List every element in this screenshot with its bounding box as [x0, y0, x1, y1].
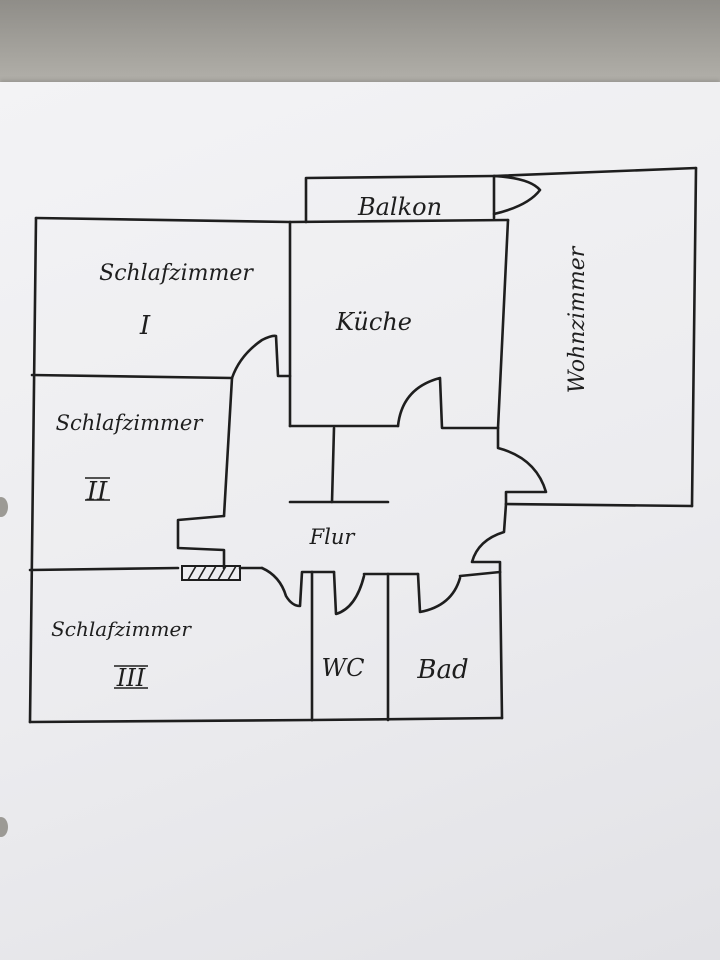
door-living: [496, 426, 548, 506]
label-kueche: Küche: [335, 308, 412, 336]
walls: [28, 166, 698, 724]
label-flur: Flur: [309, 525, 357, 549]
wall-balcony: [304, 174, 496, 224]
wall-partition-vertical: [330, 426, 336, 504]
wall-bad-right: [498, 570, 504, 720]
label-bad: Bad: [416, 655, 468, 685]
door-sz3: [260, 566, 314, 608]
wall-living-bottom: [504, 502, 694, 508]
door-wc: [332, 570, 366, 616]
paper-sheet: [0, 82, 720, 960]
wall-bad-top-right: [458, 570, 502, 578]
label-schlafzimmer-1: Schlafzimmer: [99, 261, 254, 286]
door-kitchen: [396, 376, 500, 430]
label-schlafzimmer-3: Schlafzimmer: [51, 617, 192, 641]
wall-top-left: [34, 216, 292, 224]
label-schlafzimmer-2: Schlafzimmer: [56, 411, 205, 435]
label-schlafzimmer-1-number: I: [139, 311, 151, 341]
wall-left-outer: [28, 216, 38, 724]
wall-living-top: [492, 166, 698, 178]
wall-kitchen-right: [496, 218, 510, 430]
wall-bottom-right: [310, 716, 504, 722]
label-schlafzimmer-2-number: II: [86, 477, 108, 507]
door-bad-east: [470, 502, 508, 574]
label-balkon: Balkon: [357, 193, 442, 221]
punch-hole-upper: [0, 497, 8, 517]
door-balcony: [492, 174, 542, 216]
wall-hall-west: [222, 376, 234, 518]
label-wc: WC: [321, 654, 364, 682]
wall-sz1-sz2: [30, 373, 234, 380]
door-bad: [416, 572, 462, 614]
door-sz1: [230, 334, 292, 380]
numeral-bars: [85, 477, 148, 689]
chimney-hatch: [181, 565, 241, 581]
wall-bottom-left: [28, 718, 314, 724]
punch-hole-lower: [0, 817, 8, 837]
wall-living-right: [690, 166, 698, 508]
door-sz2: [176, 514, 226, 570]
label-wohnzimmer: Wohnzimmer: [565, 245, 590, 393]
wall-sz2-sz3-left: [28, 566, 180, 572]
wall-kitchen-top: [288, 218, 510, 224]
